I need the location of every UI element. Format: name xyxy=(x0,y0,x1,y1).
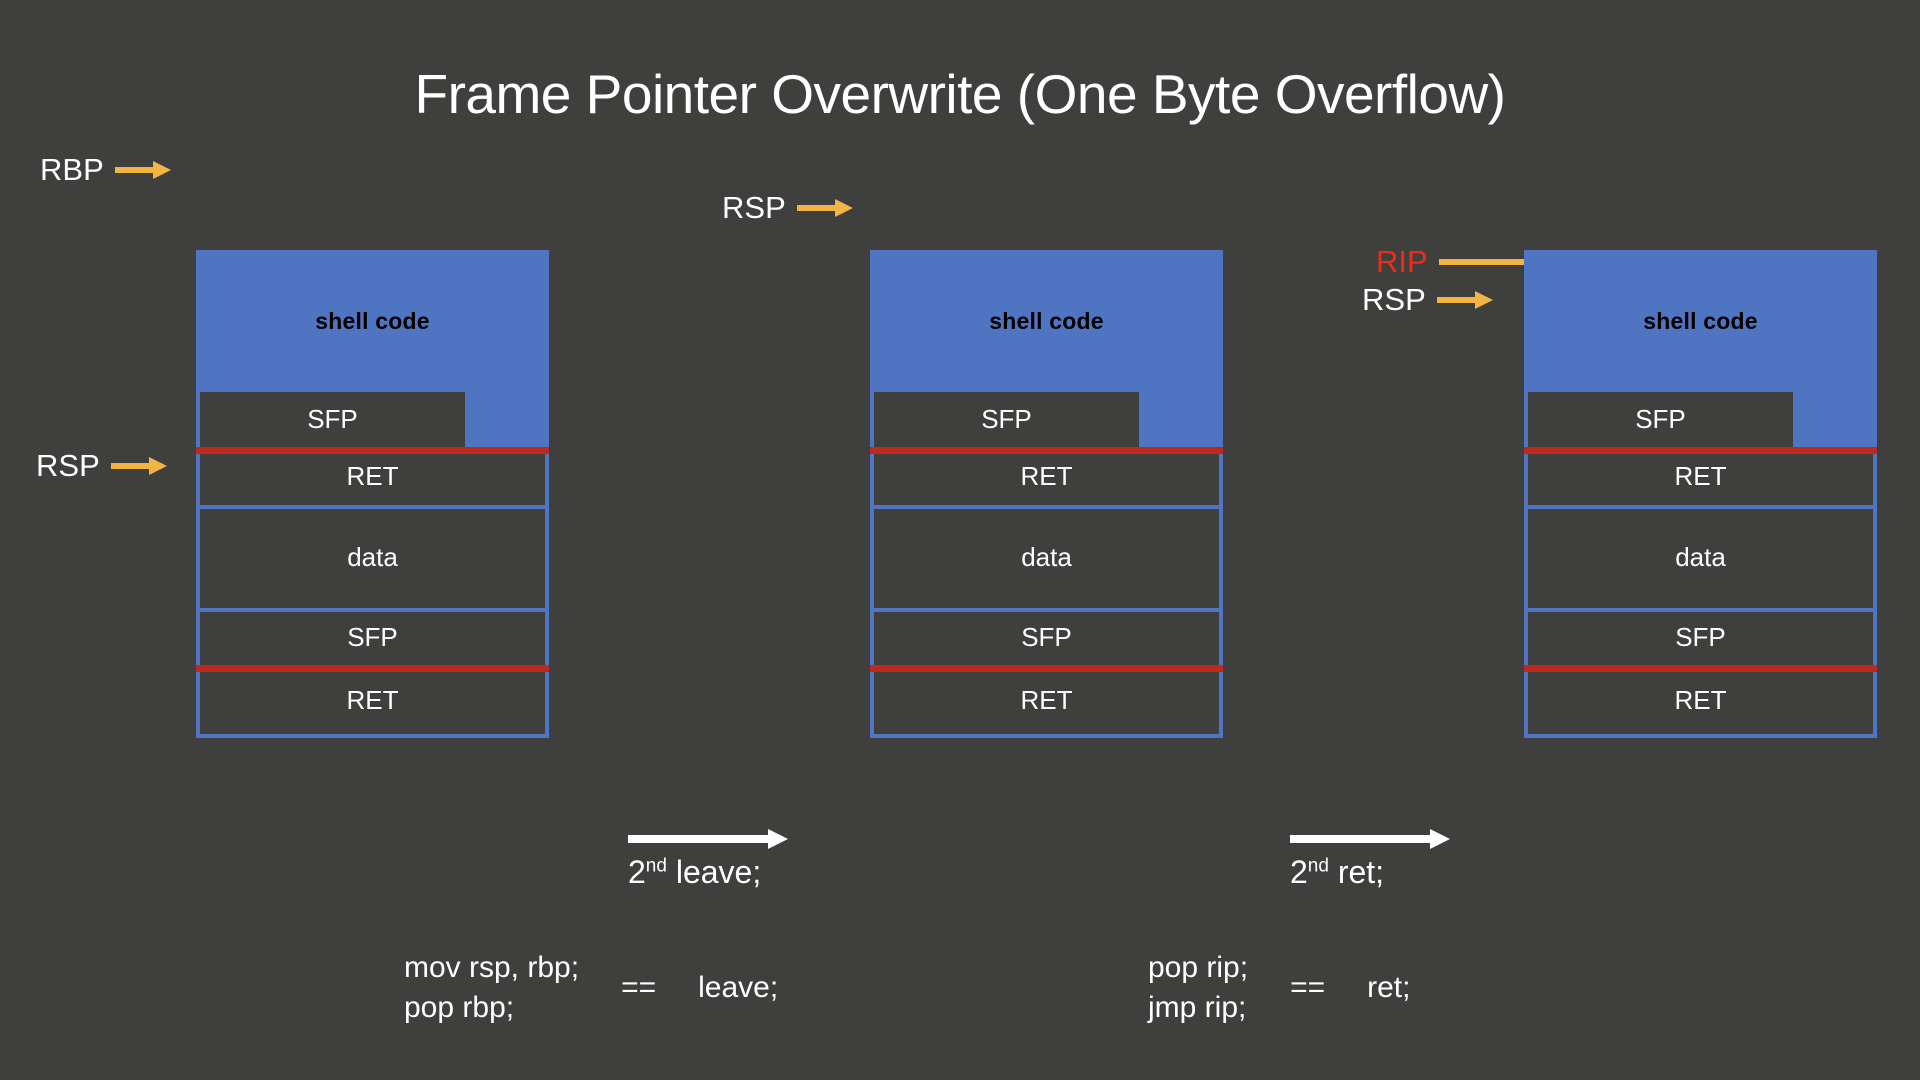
stack-row-data: data xyxy=(870,505,1223,608)
divider-red-bottom xyxy=(870,665,1223,672)
transition-leave: 2nd leave; xyxy=(628,828,788,891)
stack-row-label: RET xyxy=(346,684,399,715)
pointer-label: RSP xyxy=(1362,282,1426,317)
transition-instruction: ret; xyxy=(1337,854,1385,890)
stack-row-label: RET xyxy=(1020,684,1073,715)
divider-blue-1 xyxy=(196,505,549,509)
stack-row-label: SFP xyxy=(981,404,1032,434)
stack-row-label: data xyxy=(347,541,398,572)
stack-row-label: data xyxy=(1021,541,1072,572)
shellcode-block: shell code xyxy=(1524,250,1877,392)
stack-row-sfp-2: SFP xyxy=(1524,608,1877,665)
stack-row-label: RET xyxy=(1674,461,1727,491)
asm-line: pop rip; xyxy=(1148,951,1249,984)
asm-line: pop rbp; xyxy=(404,990,515,1024)
stack-row-sfp-overwritten: SFP xyxy=(196,392,549,447)
stack-row-label: RET xyxy=(1020,461,1073,491)
divider-blue-2 xyxy=(1524,608,1877,612)
pointer-rip-stack-3: RIP xyxy=(1376,246,1583,277)
divider-red-top xyxy=(1524,447,1877,454)
asm-block-leave: mov rsp, rbp; pop rbp; xyxy=(404,948,579,1028)
transition-caption: 2nd leave; xyxy=(628,854,788,891)
arrow-right-icon xyxy=(110,455,167,477)
arrow-right-icon xyxy=(628,828,788,850)
stack-row-sfp-2: SFP xyxy=(870,608,1223,665)
transition-caption: 2nd ret; xyxy=(1290,854,1450,891)
shellcode-label: shell code xyxy=(315,307,430,334)
stack-row-ret-2: RET xyxy=(1524,665,1877,738)
pointer-label: RIP xyxy=(1376,244,1428,279)
shellcode-label: shell code xyxy=(989,307,1104,334)
stack-row-label: SFP xyxy=(1021,621,1072,652)
page-title: Frame Pointer Overwrite (One Byte Overfl… xyxy=(414,63,1506,125)
pointer-rsp-stack-1: RSP xyxy=(36,450,167,481)
divider-red-bottom xyxy=(196,665,549,672)
arrow-right-icon xyxy=(796,197,853,219)
arrow-right-icon xyxy=(1438,251,1583,273)
stack-row-sfp-overwritten: SFP xyxy=(870,392,1223,447)
asm-line: jmp rip; xyxy=(1148,990,1247,1024)
note-leave-equivalence: mov rsp, rbp; pop rbp; == leave; xyxy=(404,948,778,1028)
stack-row-label: SFP xyxy=(1635,404,1686,434)
divider-red-top xyxy=(870,447,1223,454)
sfp-cell: SFP xyxy=(1528,392,1793,447)
sfp-cell: SFP xyxy=(874,392,1139,447)
divider-blue-2 xyxy=(196,608,549,612)
stack-row-ret-1: RET xyxy=(1524,447,1877,505)
shellcode-block: shell code xyxy=(196,250,549,392)
pointer-label: RSP xyxy=(722,190,786,225)
stack-row-ret-2: RET xyxy=(196,665,549,738)
stack-row-label: RET xyxy=(346,461,399,491)
asm-line: mov rsp, rbp; xyxy=(404,951,580,984)
pointer-rbp-stack-1: RBP xyxy=(40,154,171,185)
note-ret-equivalence: pop rip; jmp rip; == ret; xyxy=(1148,948,1410,1028)
stack-row-ret-1: RET xyxy=(196,447,549,505)
asm-alias: leave; xyxy=(698,970,779,1004)
transition-ordinal-suffix: nd xyxy=(645,855,667,877)
stack-row-data: data xyxy=(196,505,549,608)
stack-row-sfp-2: SFP xyxy=(196,608,549,665)
stack-diagram-3: shell code SFP RET data SFP RET xyxy=(1524,250,1877,738)
stack-row-ret-2: RET xyxy=(870,665,1223,738)
transition-ret: 2nd ret; xyxy=(1290,828,1450,891)
stack-diagram-1: shell code SFP RET data SFP RET xyxy=(196,250,549,738)
divider-red-bottom xyxy=(1524,665,1877,672)
asm-block-ret: pop rip; jmp rip; xyxy=(1148,948,1248,1028)
pointer-label: RSP xyxy=(36,448,100,483)
divider-blue-1 xyxy=(870,505,1223,509)
stack-row-label: SFP xyxy=(347,621,398,652)
divider-blue-2 xyxy=(870,608,1223,612)
pointer-label: RBP xyxy=(40,152,104,187)
pointer-rsp-stack-2: RSP xyxy=(722,192,853,223)
stack-row-sfp-overwritten: SFP xyxy=(1524,392,1877,447)
equals-sign: == xyxy=(621,970,657,1004)
arrow-right-icon xyxy=(114,159,171,181)
pointer-rsp-stack-3: RSP xyxy=(1362,284,1493,315)
asm-alias: ret; xyxy=(1367,970,1411,1004)
divider-blue-1 xyxy=(1524,505,1877,509)
sfp-cell: SFP xyxy=(200,392,465,447)
transition-ordinal: 2 xyxy=(628,854,646,890)
divider-red-top xyxy=(196,447,549,454)
shellcode-label: shell code xyxy=(1643,307,1758,334)
equals-sign: == xyxy=(1290,970,1326,1004)
stack-row-label: SFP xyxy=(307,404,358,434)
transition-instruction: leave; xyxy=(675,854,762,890)
stack-row-label: SFP xyxy=(1675,621,1726,652)
stack-row-ret-1: RET xyxy=(870,447,1223,505)
stack-row-label: RET xyxy=(1674,684,1727,715)
arrow-right-icon xyxy=(1290,828,1450,850)
stack-row-data: data xyxy=(1524,505,1877,608)
transition-ordinal-suffix: nd xyxy=(1307,855,1329,877)
stack-diagram-2: shell code SFP RET data SFP RET xyxy=(870,250,1223,738)
transition-ordinal: 2 xyxy=(1290,854,1308,890)
shellcode-block: shell code xyxy=(870,250,1223,392)
stack-row-label: data xyxy=(1675,541,1726,572)
arrow-right-icon xyxy=(1436,289,1493,311)
